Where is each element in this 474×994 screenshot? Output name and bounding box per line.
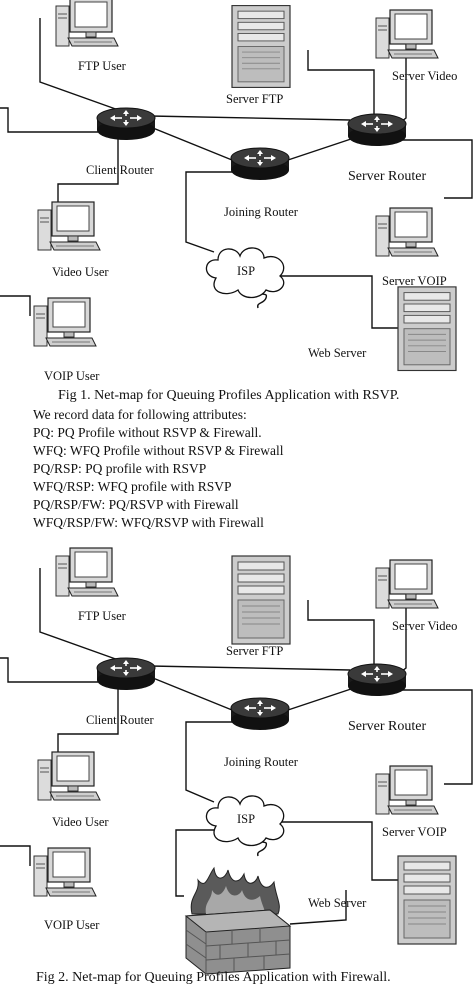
link-serverrouter-serverftp [307, 50, 375, 118]
attribute-item: WFQ: WFQ Profile without RSVP & Firewall [33, 443, 284, 458]
link-joiningrouter-serverrouter [287, 685, 361, 711]
link-clientrouter-videouser [57, 688, 119, 758]
label-server-voip: Server VOIP [382, 274, 447, 288]
router-icon [230, 147, 290, 181]
label-ftp-user: FTP User [78, 59, 126, 73]
link-isp-webserver [280, 275, 400, 329]
label-joining-router: Joining Router [224, 205, 298, 219]
workstation-icon [375, 9, 439, 59]
server-tower-icon [231, 555, 291, 645]
link-joiningrouter-isp-drop [185, 171, 234, 253]
link-clientrouter-serverrouter [149, 115, 351, 121]
label-server-router: Server Router [348, 719, 427, 734]
link-voipuser-left [0, 845, 31, 866]
attribute-intro: We record data for following attributes: [33, 407, 247, 422]
link-joiningrouter-isp [287, 135, 361, 161]
figure-1-caption: Fig 1. Net-map for Queuing Profiles Appl… [58, 388, 400, 403]
server-tower-icon [397, 855, 457, 945]
link-firewall-webserver [289, 890, 347, 925]
attribute-item: PQ: PQ Profile without RSVP & Firewall. [33, 425, 262, 440]
label-voip-user: VOIP User [44, 369, 100, 383]
router-icon [96, 107, 156, 141]
label-server-video: Server Video [392, 69, 458, 83]
label-server-ftp: Server FTP [226, 644, 284, 658]
router-icon [96, 657, 156, 691]
link-serverrouter-serverftp [307, 600, 375, 668]
label-client-router: Client Router [86, 713, 154, 727]
link-serverrouter-servervoip [400, 139, 473, 199]
workstation-icon [33, 847, 97, 897]
link-isp-webserver [280, 821, 400, 881]
link-isp-firewall [175, 829, 214, 897]
server-tower-icon [397, 286, 457, 372]
workstation-icon [375, 207, 439, 257]
workstation-icon [37, 201, 101, 251]
router-icon [347, 113, 407, 147]
link-ftpuser-clientrouter [39, 568, 125, 663]
label-ftp-user: FTP User [78, 609, 126, 623]
attribute-item: PQ/RSP/FW: PQ/RSVP with Firewall [33, 497, 239, 512]
link-serverrouter-servervoip [400, 689, 473, 785]
server-tower-icon [231, 4, 291, 89]
diagram-1-nodes [33, 0, 457, 372]
label-web-server: Web Server [308, 896, 367, 910]
label-joining-router: Joining Router [224, 755, 298, 769]
workstation-icon [375, 765, 439, 815]
router-icon [230, 697, 290, 731]
attribute-item: WFQ/RSP: WFQ profile with RSVP [33, 479, 232, 494]
workstation-icon [33, 297, 97, 347]
link-clientrouter-joiningrouter [147, 125, 233, 161]
label-server-voip: Server VOIP [382, 825, 447, 839]
label-web-server: Web Server [308, 346, 367, 360]
firewall-icon [185, 867, 291, 975]
label-voip-user: VOIP User [44, 918, 100, 932]
link-clientrouter-left [0, 107, 98, 133]
label-server-video: Server Video [392, 619, 458, 633]
label-video-user: Video User [52, 265, 109, 279]
label-server-ftp: Server FTP [226, 92, 284, 106]
label-server-router: Server Router [348, 169, 427, 184]
label-isp: ISP [237, 264, 256, 278]
workstation-icon [55, 547, 119, 597]
link-clientrouter-serverrouter [149, 665, 351, 671]
attribute-item: WFQ/RSP/FW: WFQ/RSVP with Firewall [33, 515, 264, 530]
diagram-2 [0, 565, 473, 925]
label-isp: ISP [237, 812, 256, 826]
workstation-icon [37, 751, 101, 801]
workstation-icon [375, 559, 439, 609]
label-client-router: Client Router [86, 163, 154, 177]
link-ftpuser-clientrouter [39, 18, 125, 113]
link-clientrouter-videouser [57, 138, 119, 208]
label-video-user: Video User [52, 815, 109, 829]
attribute-list: We record data for following attributes:… [33, 406, 463, 532]
link-clientrouter-left [0, 657, 98, 683]
link-joiningrouter-isp-drop [185, 721, 234, 803]
link-voipuser-left [0, 295, 31, 316]
router-icon [347, 663, 407, 697]
figure-2-caption: Fig 2. Net-map for Queuing Profiles Appl… [36, 970, 391, 985]
link-clientrouter-joiningrouter [147, 675, 233, 711]
workstation-icon [55, 0, 119, 47]
attribute-item: PQ/RSP: PQ profile with RSVP [33, 461, 207, 476]
